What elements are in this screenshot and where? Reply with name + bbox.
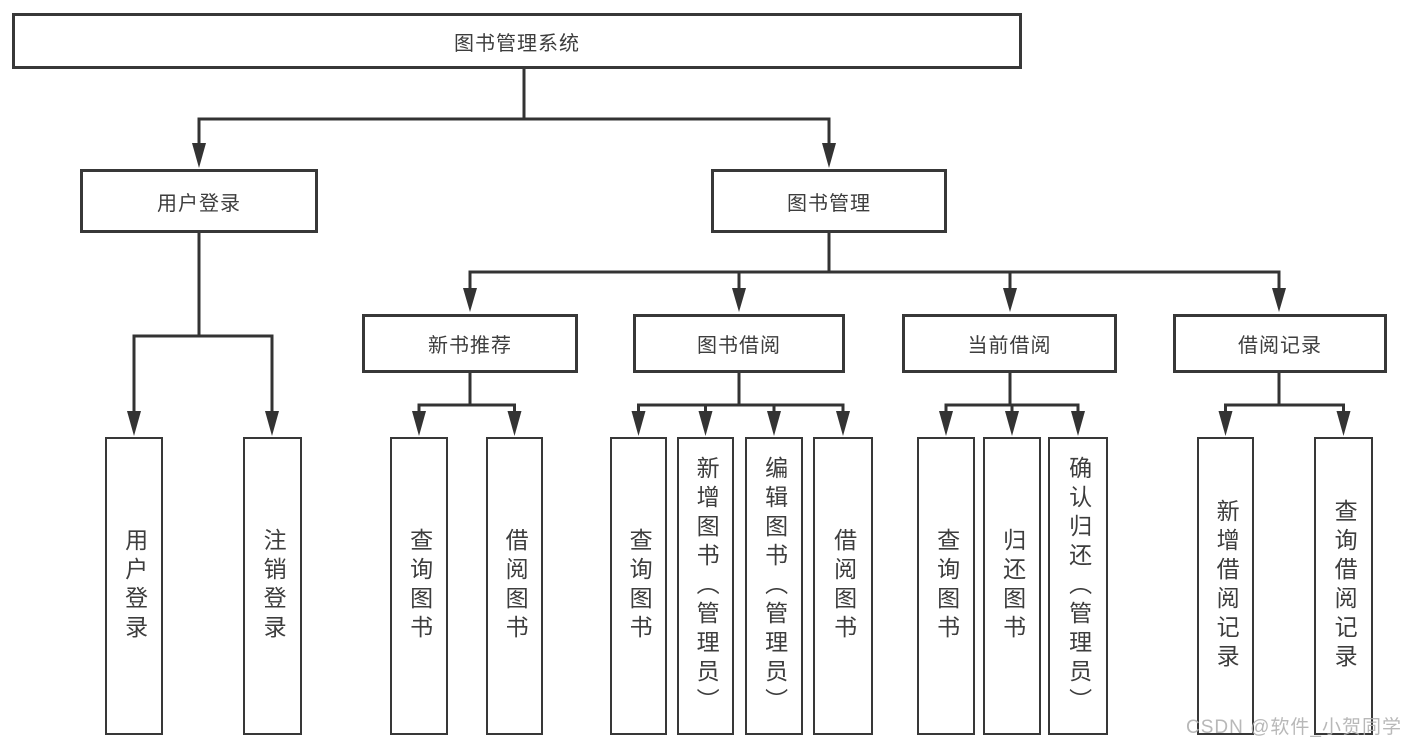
leaf-borrow-books-borrowing: 借阅图书 [813, 437, 873, 735]
node-user-login: 用户登录 [80, 169, 318, 233]
leaf-add-books-admin: 新增图书（管理员） [677, 437, 734, 735]
leaf-edit-books-admin: 编辑图书（管理员） [745, 437, 803, 735]
leaf-query-books-borrowing: 查询图书 [610, 437, 667, 735]
leaf-user-login: 用户登录 [105, 437, 163, 735]
node-new-book-recommendation: 新书推荐 [362, 314, 578, 373]
leaf-borrow-books-recommend: 借阅图书 [486, 437, 543, 735]
node-book-borrowing: 图书借阅 [633, 314, 845, 373]
leaf-query-books-recommend: 查询图书 [390, 437, 448, 735]
leaf-return-books: 归还图书 [983, 437, 1041, 735]
leaf-query-borrow-record: 查询借阅记录 [1314, 437, 1373, 735]
leaf-confirm-return-admin: 确认归还（管理员） [1048, 437, 1108, 735]
node-current-borrowing: 当前借阅 [902, 314, 1117, 373]
leaf-add-borrow-record: 新增借阅记录 [1197, 437, 1254, 735]
node-borrowing-records: 借阅记录 [1173, 314, 1387, 373]
node-book-management: 图书管理 [711, 169, 947, 233]
watermark: CSDN @软件_小贺同学 [1186, 717, 1402, 738]
leaf-logout: 注销登录 [243, 437, 302, 735]
leaf-query-books-current: 查询图书 [917, 437, 975, 735]
node-root-library-management-system: 图书管理系统 [12, 13, 1022, 69]
